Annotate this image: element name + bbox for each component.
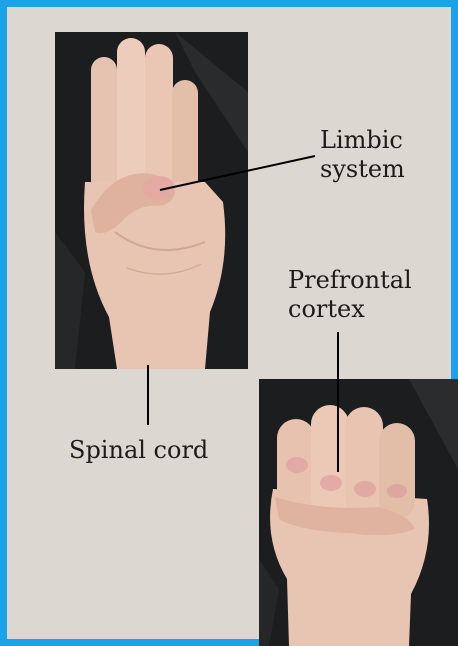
prefrontal-label-line-2: cortex [288, 295, 412, 324]
closed-fist-photo [259, 379, 458, 646]
limbic-system-label: Limbic system [320, 126, 405, 184]
prefrontal-label-line-1: Prefrontal [288, 266, 412, 295]
spinal-label-text: Spinal cord [69, 436, 208, 465]
prefrontal-cortex-label: Prefrontal cortex [288, 266, 412, 324]
limbic-label-line-1: Limbic [320, 126, 405, 155]
closed-fist-illustration [259, 379, 458, 646]
open-hand-photo [55, 32, 248, 369]
limbic-label-line-2: system [320, 155, 405, 184]
open-hand-illustration [55, 32, 248, 369]
spinal-cord-label: Spinal cord [69, 436, 208, 465]
